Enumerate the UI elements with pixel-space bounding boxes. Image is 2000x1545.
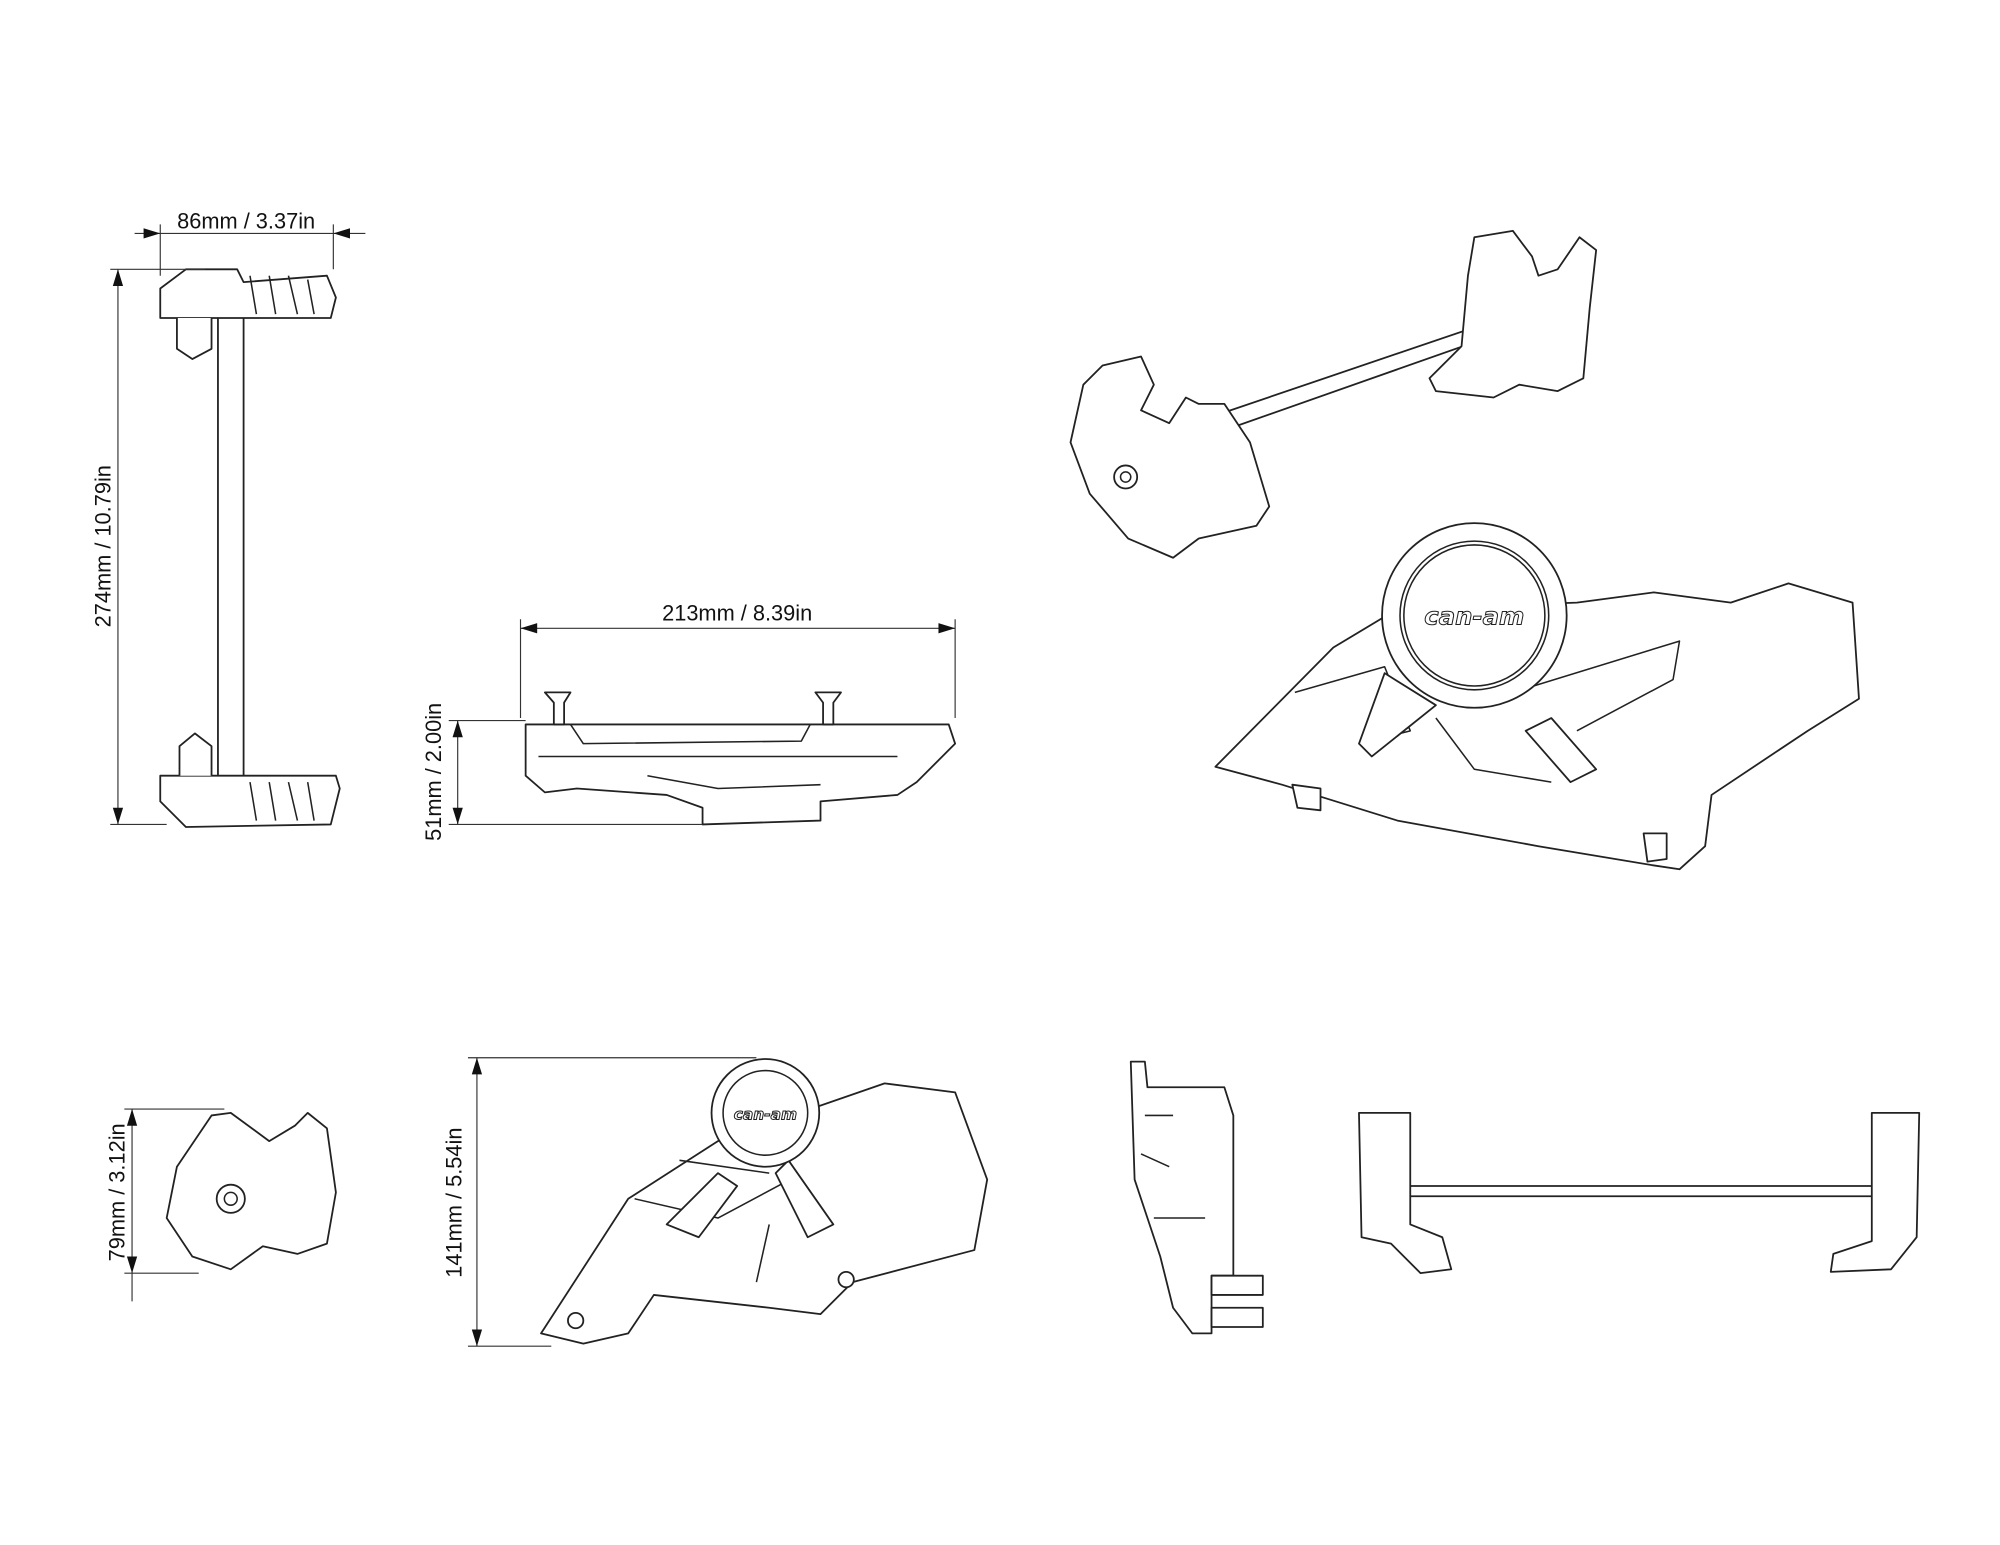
side-view-slider <box>524 691 957 826</box>
label-bracket-height: 79mm / 3.12in <box>104 1123 129 1261</box>
top-view-slider <box>159 268 341 828</box>
label-top-width: 86mm / 3.37in <box>177 208 315 233</box>
label-middle-width: 213mm / 8.39in <box>662 601 812 626</box>
dimension-cover-height: 141mm / 5.54in <box>442 1057 757 1347</box>
cover-side-view: can-am <box>540 1058 989 1345</box>
dimension-bracket-height: 79mm / 3.12in <box>104 1108 225 1302</box>
dimension-top-width: 86mm / 3.37in <box>134 208 366 276</box>
can-am-logo: can-am <box>1424 601 1524 630</box>
label-cover-height: 141mm / 5.54in <box>442 1128 467 1278</box>
cover-profile-view <box>1129 1060 1264 1335</box>
label-top-height: 274mm / 10.79in <box>90 465 115 627</box>
iso-slider <box>1069 229 1598 559</box>
label-middle-height: 51mm / 2.00in <box>421 703 446 841</box>
dimension-middle-width: 213mm / 8.39in <box>519 601 956 719</box>
bracket-front-view <box>165 1111 337 1271</box>
dimension-middle-height: 51mm / 2.00in <box>421 703 703 841</box>
iso-cover: can-am <box>1214 522 1860 871</box>
front-view-slider <box>1358 1111 1921 1275</box>
dimension-top-height: 274mm / 10.79in <box>90 268 206 826</box>
can-am-logo-side: can-am <box>734 1105 797 1123</box>
